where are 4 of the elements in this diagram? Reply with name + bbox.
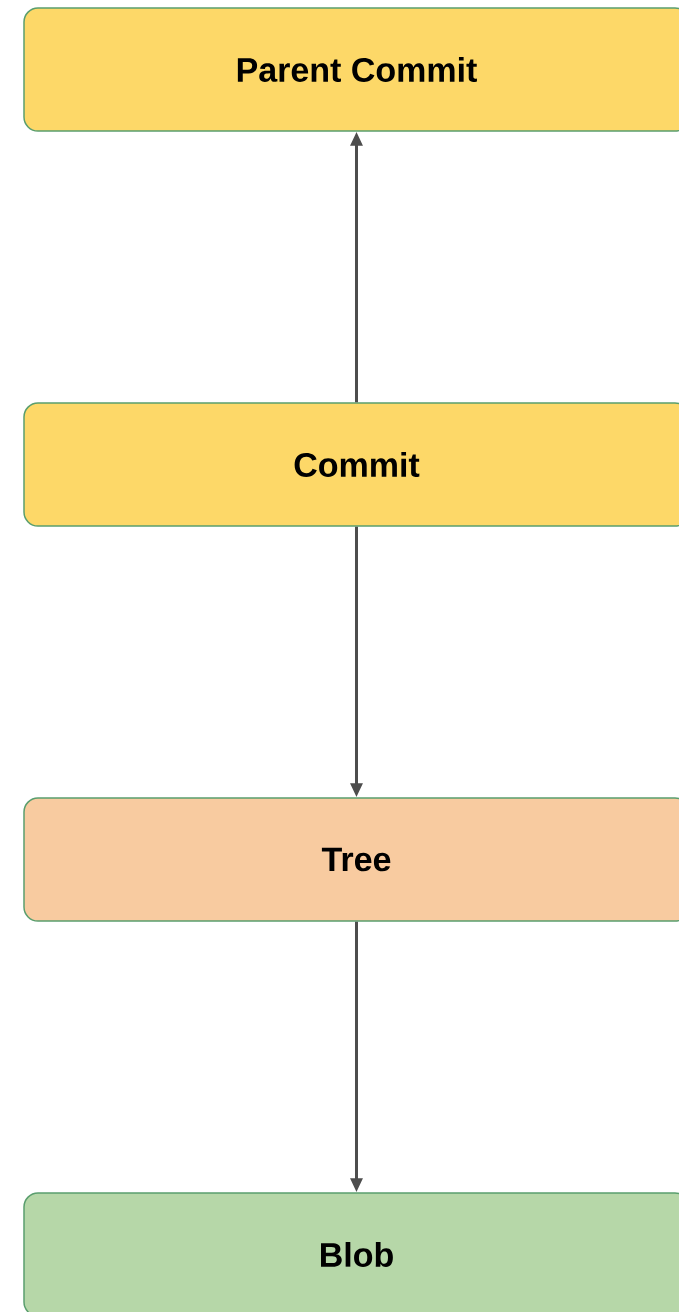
process-box: Parent Commit (23, 7, 679, 132)
process-box: Blob (23, 1192, 679, 1312)
process-box: Commit (23, 402, 679, 527)
process-box: Tree (23, 797, 679, 922)
